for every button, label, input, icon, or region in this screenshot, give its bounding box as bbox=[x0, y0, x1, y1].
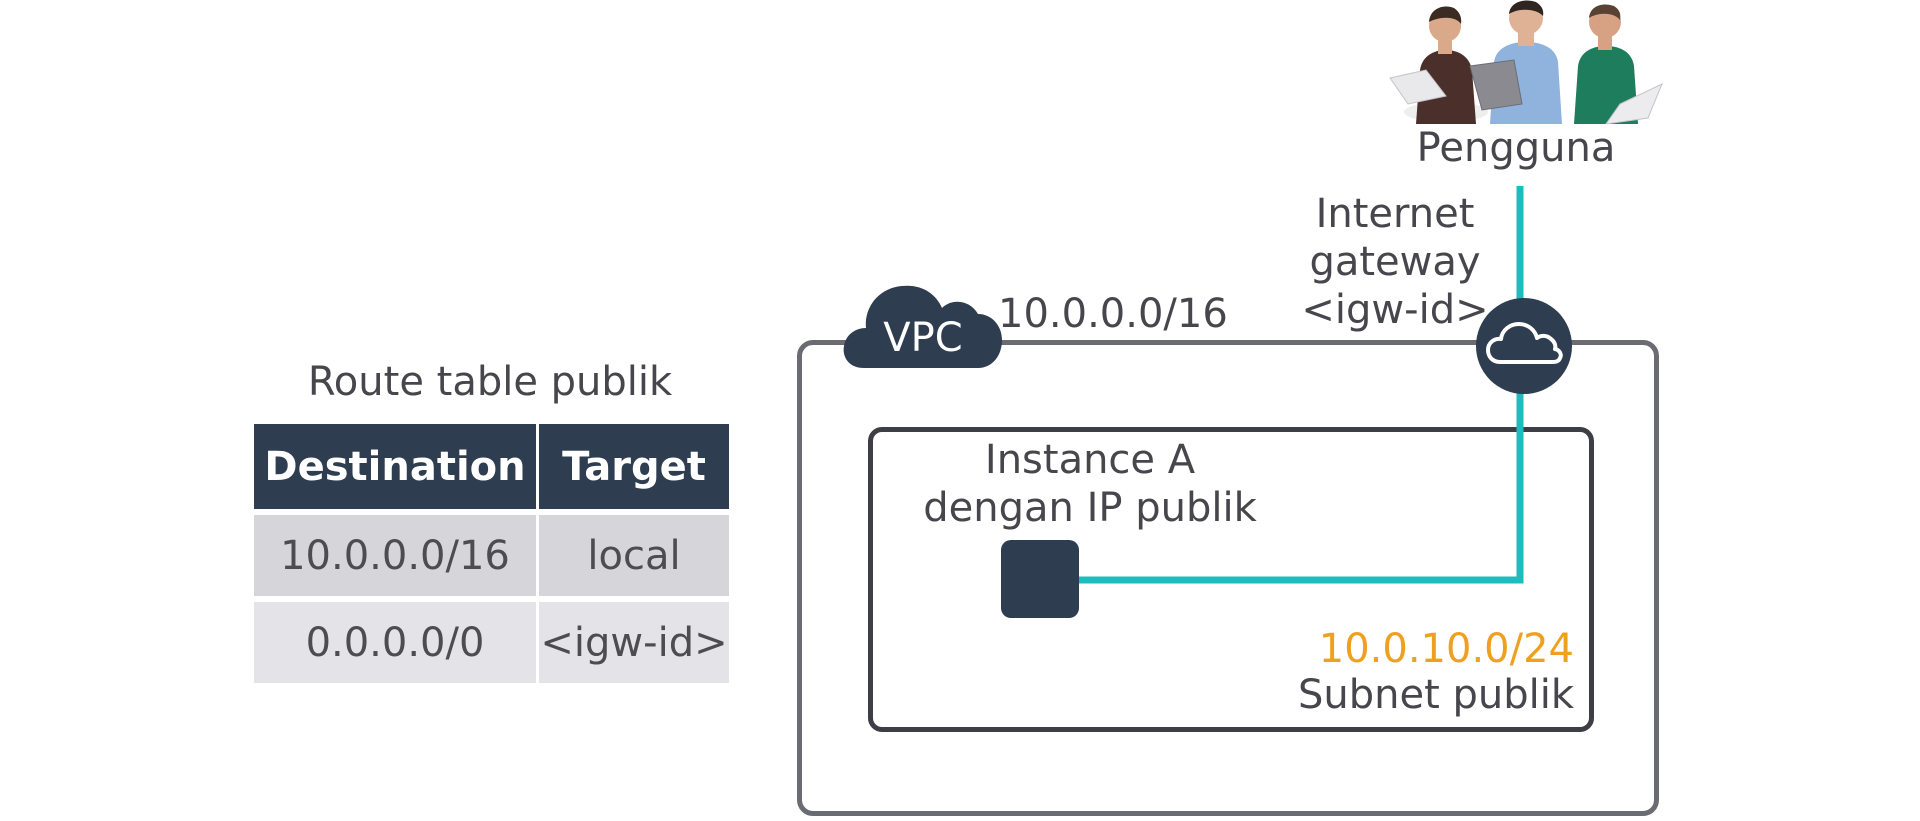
vpc-label: VPC bbox=[883, 315, 963, 361]
users-label: Pengguna bbox=[1416, 125, 1616, 171]
vpc-cidr: 10.0.0.0/16 bbox=[998, 291, 1228, 337]
table-row: 10.0.0.0/16 local bbox=[254, 515, 729, 596]
route-target-cell: <igw-id> bbox=[539, 602, 729, 683]
route-table-title: Route table publik bbox=[307, 359, 673, 405]
subnet-container bbox=[868, 427, 1594, 732]
cloud-icon bbox=[1486, 322, 1563, 364]
instance-node bbox=[1001, 540, 1079, 618]
route-destination-cell: 0.0.0.0/0 bbox=[254, 602, 536, 683]
people-photo bbox=[1389, 0, 1663, 124]
vpc-container bbox=[797, 340, 1659, 816]
subnet-name: Subnet publik bbox=[1297, 672, 1574, 718]
internet-gateway-id: <igw-id> bbox=[1301, 287, 1489, 333]
subnet-cidr: 10.0.10.0/24 bbox=[1318, 626, 1574, 672]
instance-label: Instance A dengan IP publik bbox=[880, 436, 1300, 532]
route-table-header-target: Target bbox=[539, 424, 729, 509]
route-target-cell: local bbox=[539, 515, 729, 596]
internet-gateway-label-line: Internet bbox=[1315, 191, 1475, 237]
internet-gateway-label: Internet gateway <igw-id> bbox=[1290, 190, 1500, 334]
vpc-cloud-icon bbox=[843, 285, 1002, 368]
route-destination-cell: 10.0.0.0/16 bbox=[254, 515, 536, 596]
table-row: 0.0.0.0/0 <igw-id> bbox=[254, 602, 729, 683]
instance-description: dengan IP publik bbox=[923, 485, 1257, 531]
instance-name: Instance A bbox=[984, 437, 1196, 483]
route-table-header-destination: Destination bbox=[254, 424, 536, 509]
route-table: Destination Target 10.0.0.0/16 local 0.0… bbox=[251, 424, 732, 683]
internet-gateway-label-line: gateway bbox=[1309, 239, 1481, 285]
